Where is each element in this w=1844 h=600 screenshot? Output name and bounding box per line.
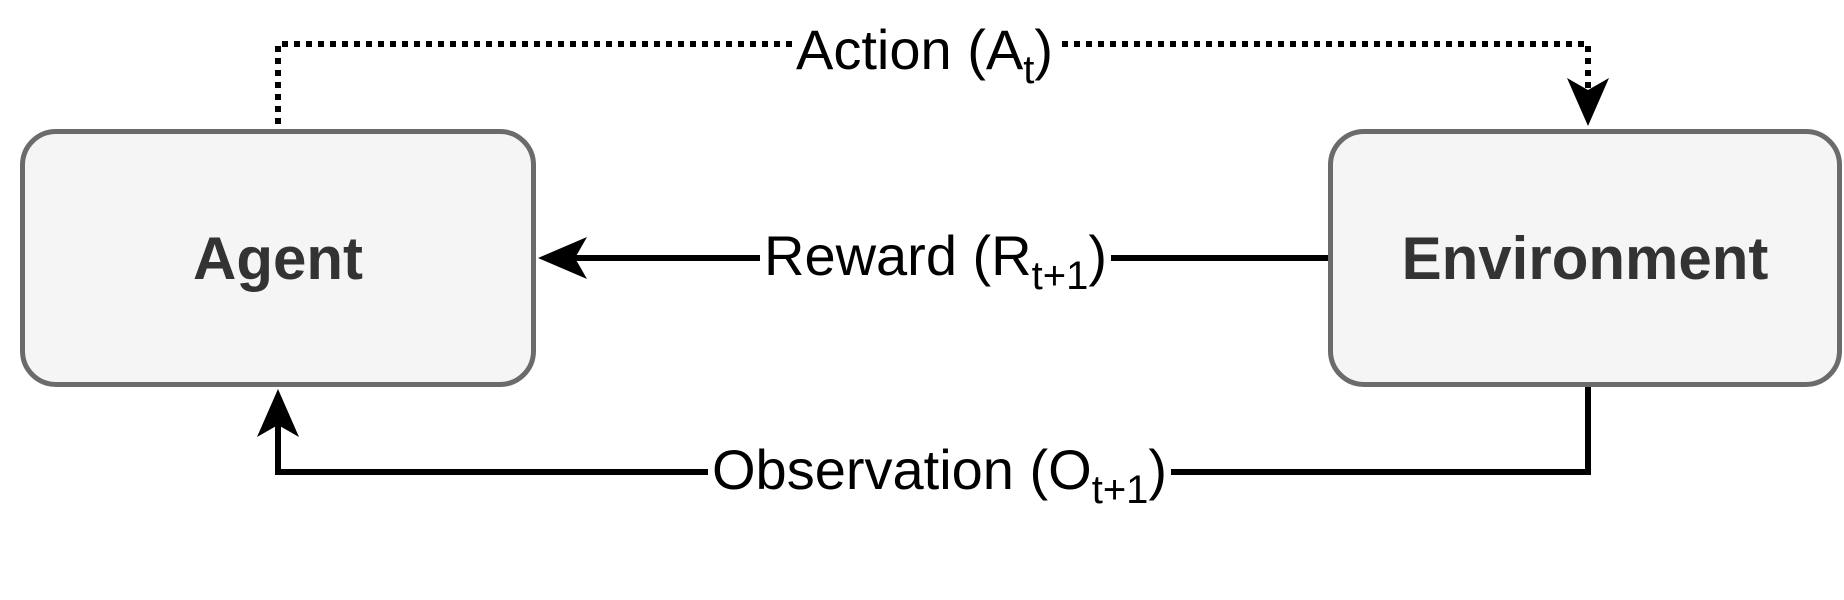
environment-label: Environment	[1401, 224, 1769, 292]
reward-label-subscript: t+1	[1031, 254, 1089, 298]
action-label-suffix: )	[1034, 18, 1053, 81]
reward-label-text: Reward (R	[764, 224, 1032, 287]
observation-label: Observation (Ot+1)	[708, 442, 1172, 510]
observation-arrowhead	[257, 389, 299, 437]
agent-label: Agent	[193, 224, 363, 292]
observation-label-suffix: )	[1148, 438, 1168, 501]
observation-label-subscript: t+1	[1091, 468, 1149, 512]
observation-label-text: Observation (O	[712, 438, 1092, 501]
agent-node: Agent	[20, 129, 536, 387]
reward-label: Reward (Rt+1)	[760, 228, 1111, 296]
action-label: Action (At)	[792, 22, 1057, 90]
reward-label-suffix: )	[1088, 224, 1107, 287]
environment-node: Environment	[1328, 129, 1842, 387]
action-label-text: Action (A	[796, 18, 1024, 81]
reward-arrowhead	[538, 237, 587, 279]
action-label-subscript: t	[1023, 48, 1035, 92]
action-arrowhead	[1567, 78, 1609, 126]
